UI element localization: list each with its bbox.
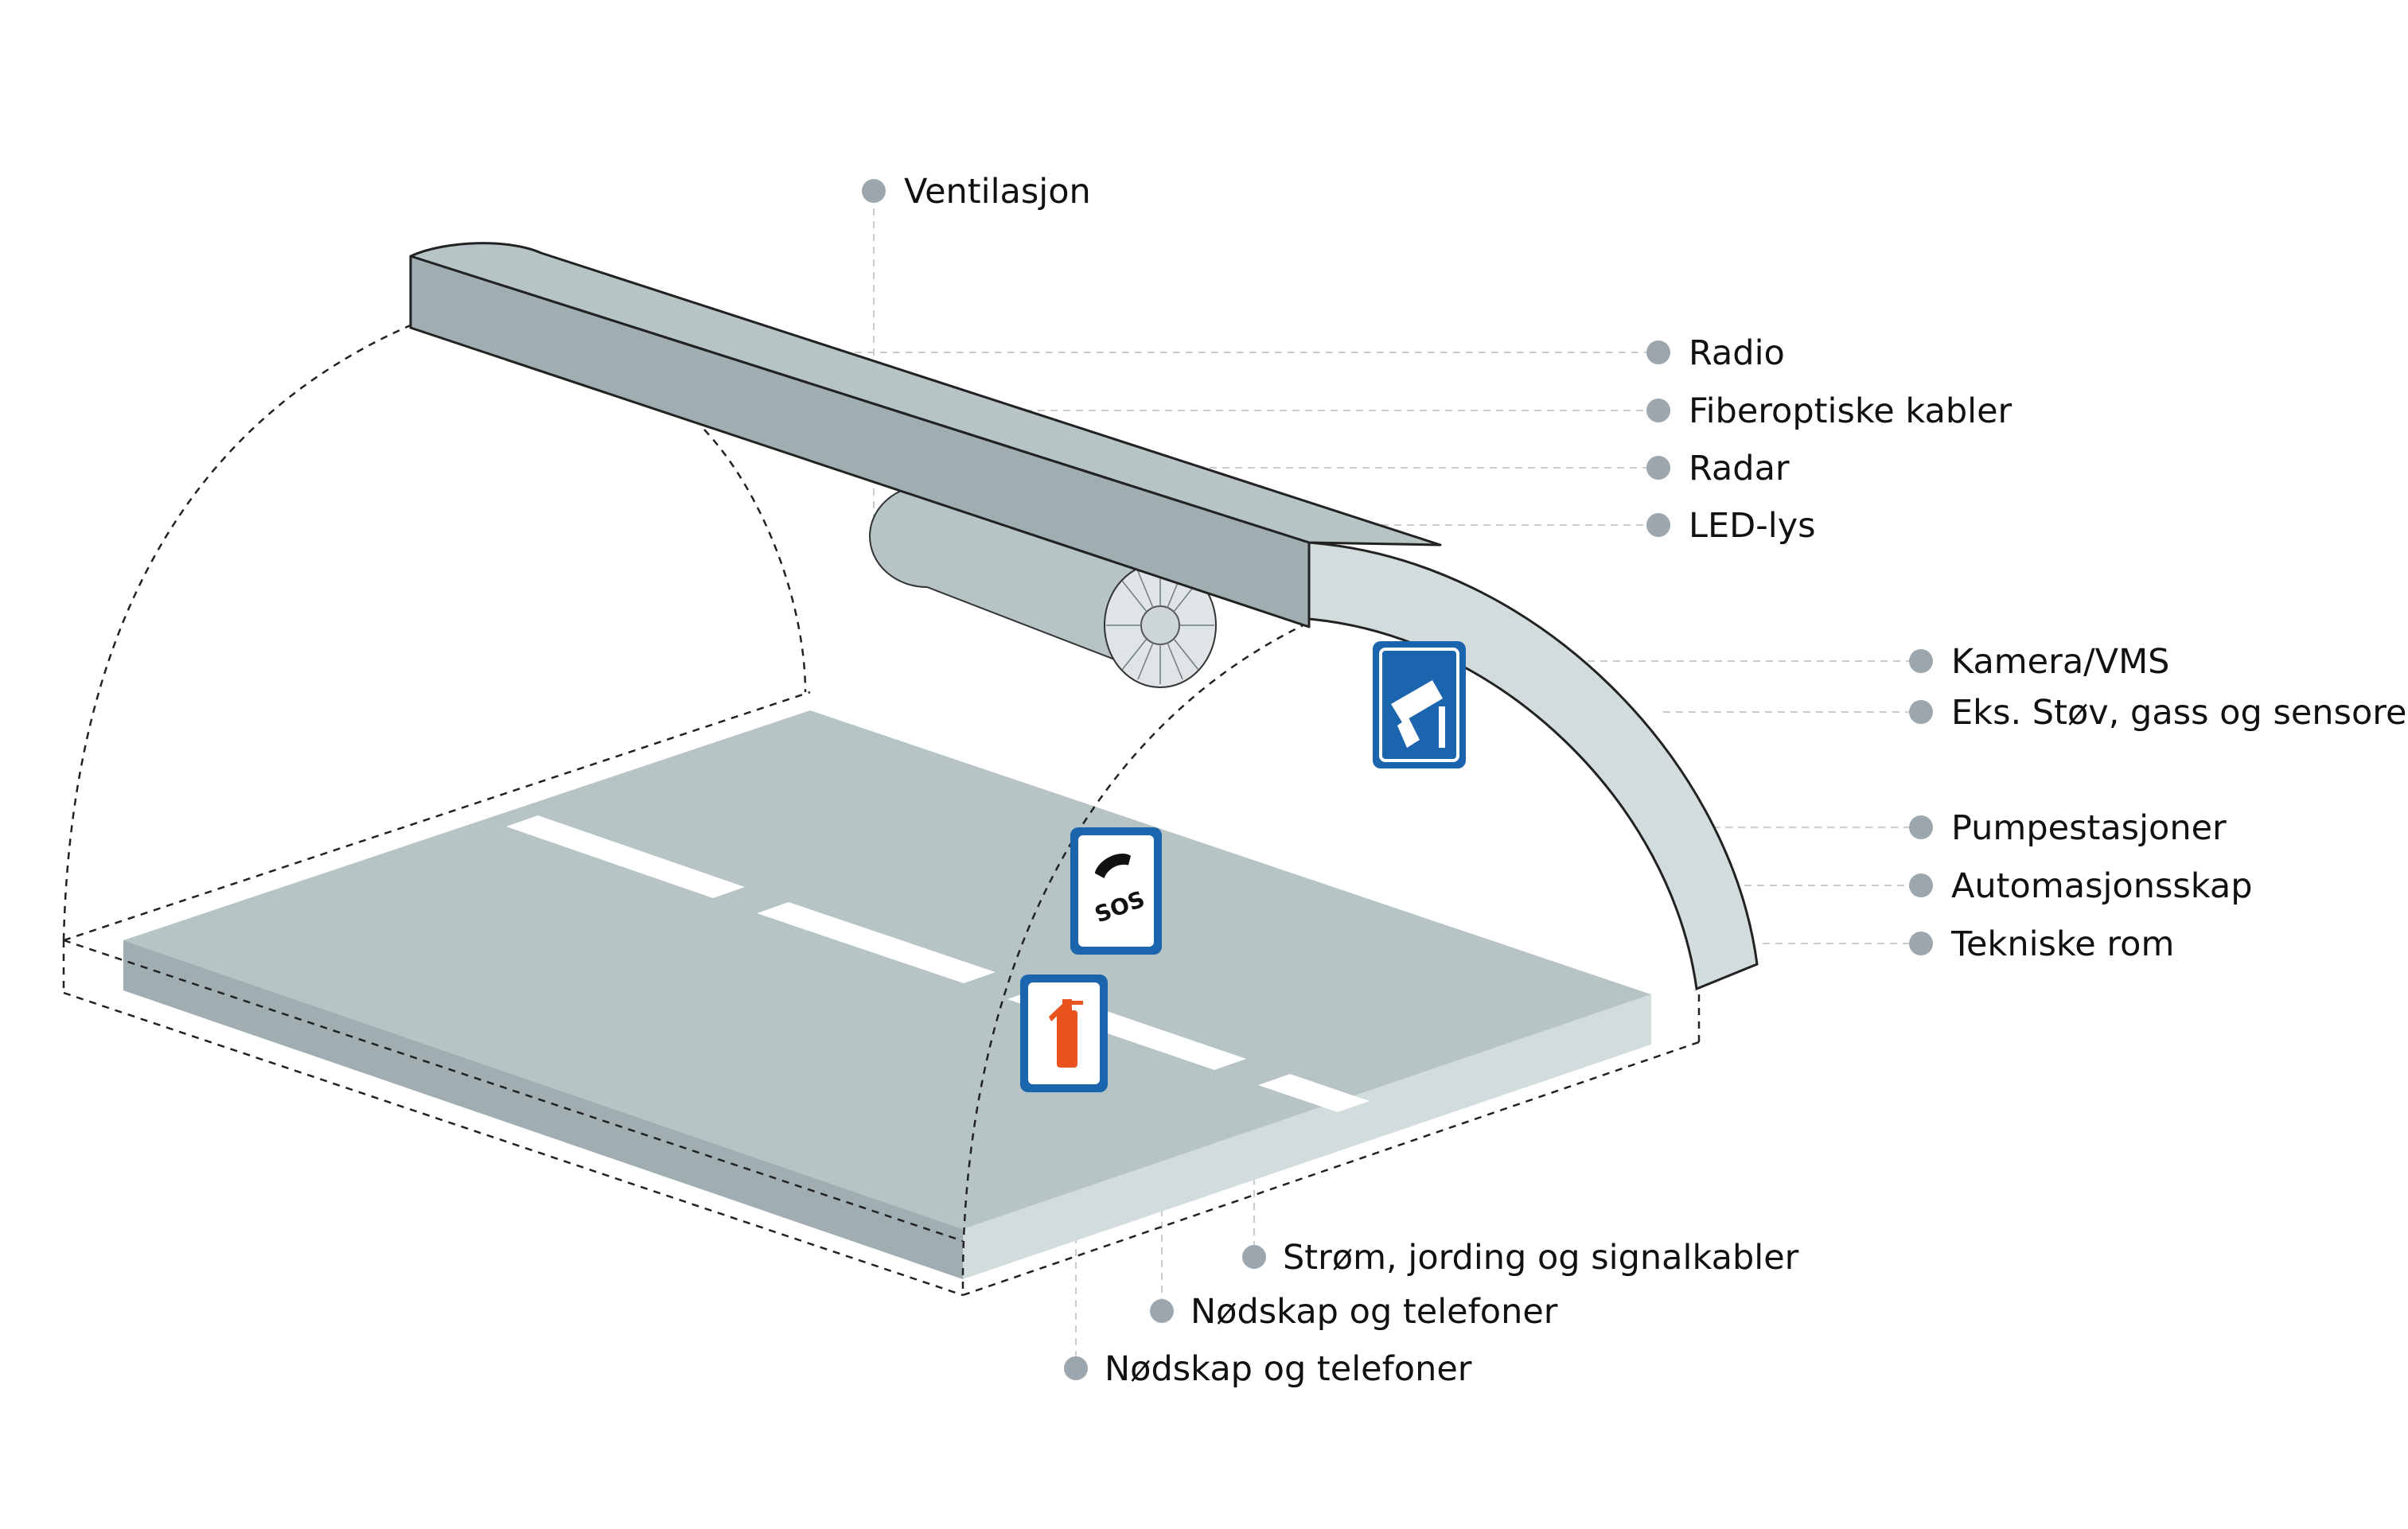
sos-sign: SOS bbox=[1070, 827, 1162, 955]
tunnel-floor-back bbox=[63, 691, 811, 942]
label-radar: Radar bbox=[1689, 449, 1790, 488]
label-eks-stov-gass-sensorer: Eks. Støv, gass og sensorer bbox=[1951, 693, 2408, 733]
lane-marking-1 bbox=[506, 815, 745, 898]
label-radio: Radio bbox=[1689, 333, 1785, 373]
tunnel-floor-front bbox=[63, 939, 964, 1243]
bullet-radio bbox=[1646, 340, 1670, 364]
bullet-kamera bbox=[1909, 649, 1933, 673]
bullet-tekniske bbox=[1909, 932, 1933, 955]
bullet-automasjon bbox=[1909, 873, 1933, 897]
road-surface bbox=[123, 710, 1651, 1229]
bullet-nodskap-brann bbox=[1064, 1356, 1088, 1380]
road-end-face bbox=[963, 994, 1651, 1279]
label-kamera-vms: Kamera/VMS bbox=[1951, 642, 2169, 682]
lane-marking-4 bbox=[1258, 1074, 1370, 1112]
labels: Ventilasjon Radio Fiberoptiske kabler Ra… bbox=[904, 172, 2408, 1389]
camera-icon bbox=[1391, 680, 1445, 748]
label-led-lys: LED-lys bbox=[1689, 506, 1816, 546]
bullet-pumpe bbox=[1909, 815, 1933, 839]
tunnel-arch-left-inner bbox=[703, 429, 807, 693]
bullet-fiberoptiske bbox=[1646, 399, 1670, 422]
bullet-radar bbox=[1646, 456, 1670, 480]
tunnel-bottom-front bbox=[63, 991, 964, 1297]
jet-fan-blades bbox=[1106, 566, 1214, 684]
label-pumpestasjoner: Pumpestasjoner bbox=[1951, 808, 2227, 848]
cable-duct-top bbox=[409, 242, 1442, 547]
bullet-led bbox=[1646, 513, 1670, 537]
label-automasjonsskap: Automasjonsskap bbox=[1951, 866, 2253, 906]
label-ventilasjon: Ventilasjon bbox=[904, 172, 1091, 212]
tunnel-outline-dashed bbox=[62, 323, 1701, 1297]
label-fiberoptiske-kabler: Fiberoptiske kabler bbox=[1689, 391, 2013, 431]
camera-sign bbox=[1373, 641, 1466, 768]
lane-marking-2 bbox=[757, 902, 996, 983]
label-bullets bbox=[862, 179, 1933, 1380]
tunnel-arch-wall bbox=[1307, 541, 1759, 991]
label-tekniske-rom: Tekniske rom bbox=[1950, 924, 2174, 964]
jet-fan bbox=[869, 484, 1217, 688]
fire-extinguisher-sign bbox=[1020, 975, 1108, 1092]
jet-fan-hub bbox=[1140, 605, 1180, 645]
tunnel-arch-front bbox=[961, 619, 1314, 1290]
road-slab bbox=[123, 710, 1651, 1279]
label-nodskap-telefoner-sos: Nødskap og telefoner bbox=[1190, 1292, 1558, 1332]
bullet-nodskap-sos bbox=[1150, 1299, 1174, 1323]
label-strom-jording-signalkabler: Strøm, jording og signalkabler bbox=[1283, 1238, 1799, 1278]
bullet-strom bbox=[1242, 1245, 1266, 1269]
road-side-face bbox=[123, 940, 963, 1279]
tunnel-arch-left-outer bbox=[62, 323, 413, 941]
sos-phone-icon bbox=[1094, 854, 1132, 878]
bullet-ventilasjon bbox=[862, 179, 886, 203]
cable-duct bbox=[409, 242, 1442, 628]
cable-duct-side bbox=[409, 255, 1311, 628]
fire-extinguisher-icon bbox=[1049, 999, 1083, 1068]
label-nodskap-telefoner-brann: Nødskap og telefoner bbox=[1105, 1349, 1472, 1389]
bullet-eks bbox=[1909, 700, 1933, 724]
